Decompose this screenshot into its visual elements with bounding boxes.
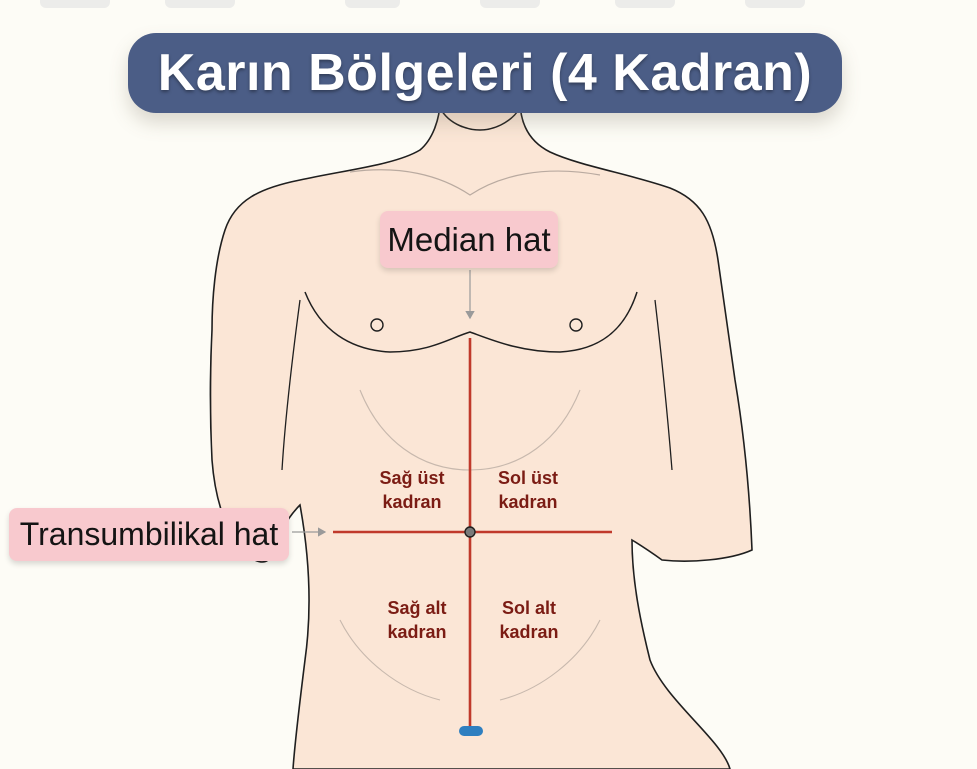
umbilicus-marker xyxy=(465,527,475,537)
title-banner: Karın Bölgeleri (4 Kadran) xyxy=(128,33,842,113)
nipple-left xyxy=(570,319,582,331)
quadrant-label-line1: Sağ alt xyxy=(357,596,477,620)
page-title: Karın Bölgeleri (4 Kadran) xyxy=(158,43,812,103)
quadrant-left-lower: Sol alt kadran xyxy=(469,596,589,644)
transumbilical-line-label: Transumbilikal hat xyxy=(9,508,289,561)
quadrant-label-line2: kadran xyxy=(352,490,472,514)
nipple-right xyxy=(371,319,383,331)
quadrant-label-line1: Sağ üst xyxy=(352,466,472,490)
median-line-label: Median hat xyxy=(380,211,558,268)
quadrant-right-upper: Sağ üst kadran xyxy=(352,466,472,514)
quadrant-label-line2: kadran xyxy=(357,620,477,644)
quadrant-label-line1: Sol üst xyxy=(468,466,588,490)
quadrant-left-upper: Sol üst kadran xyxy=(468,466,588,514)
quadrant-label-line1: Sol alt xyxy=(469,596,589,620)
torso-outline xyxy=(211,100,753,769)
quadrant-label-line2: kadran xyxy=(468,490,588,514)
pubic-marker xyxy=(459,726,483,736)
quadrant-right-lower: Sağ alt kadran xyxy=(357,596,477,644)
quadrant-label-line2: kadran xyxy=(469,620,589,644)
